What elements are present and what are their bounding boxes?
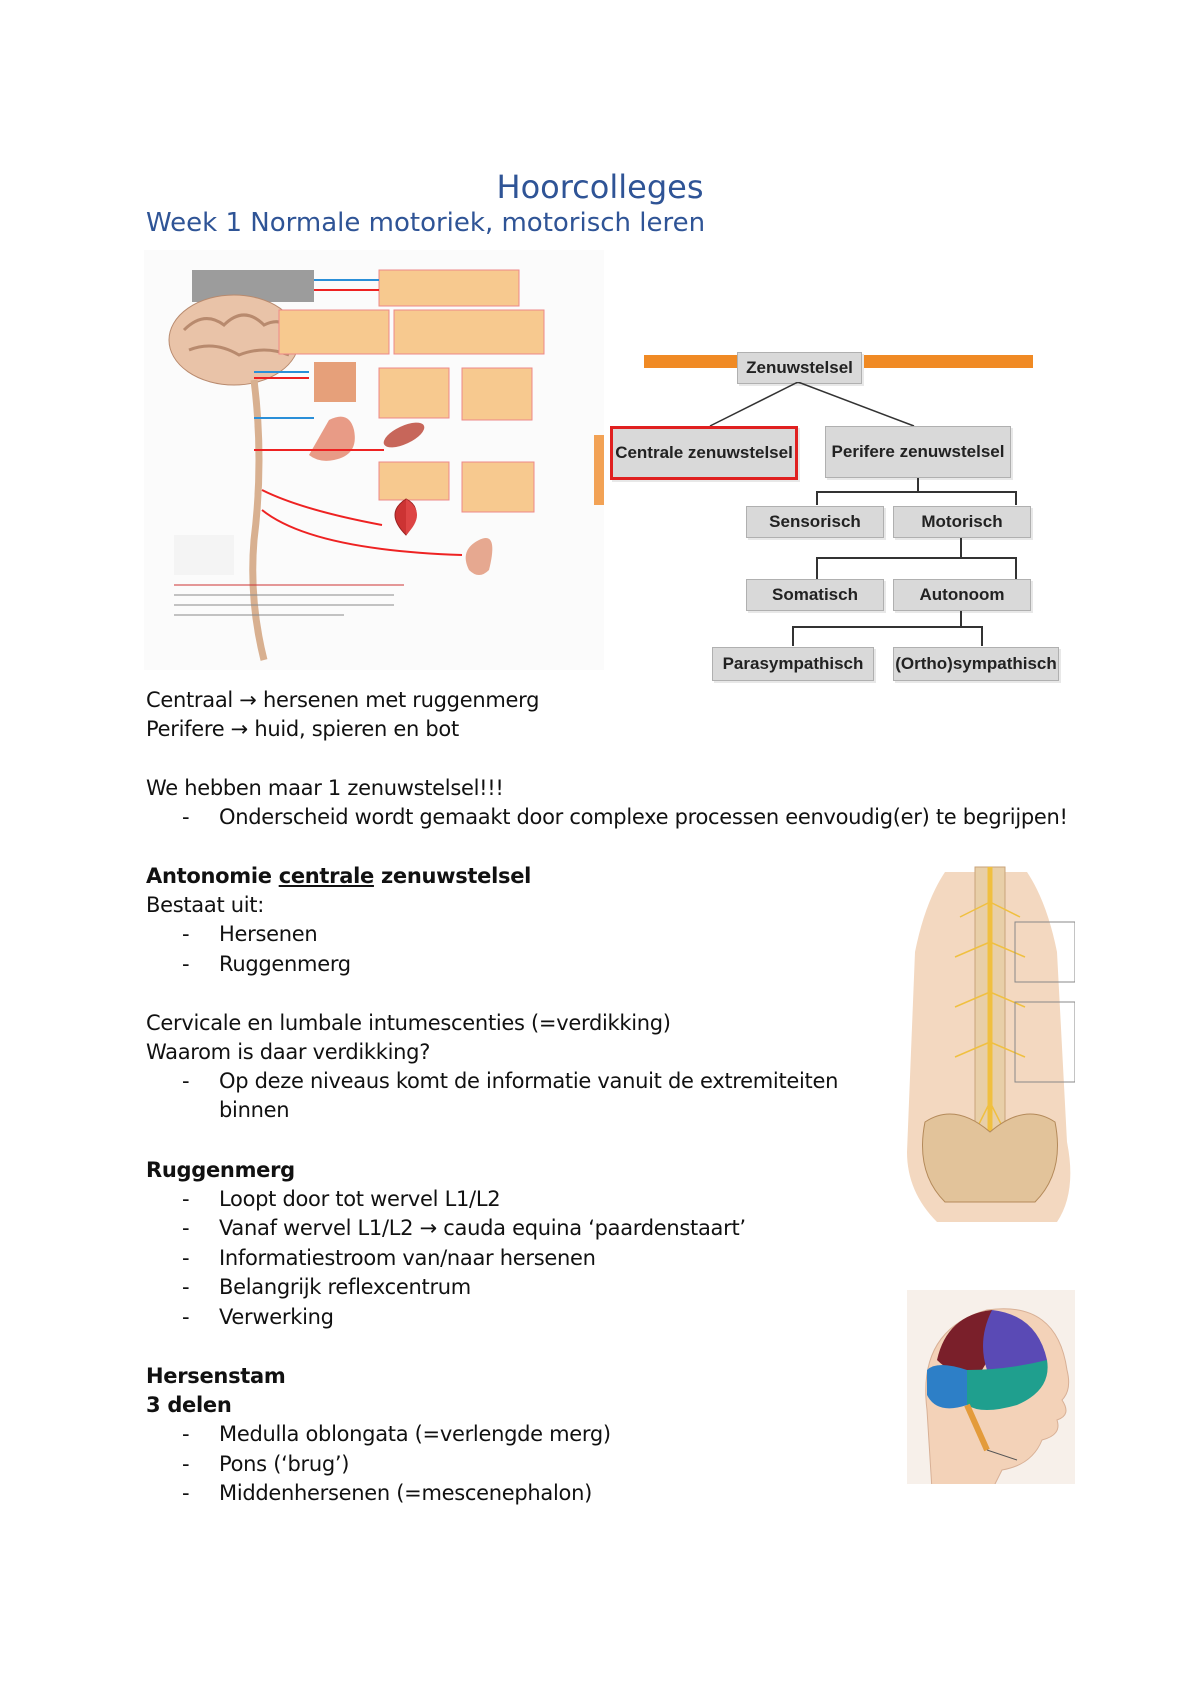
section-heading: Ruggenmerg <box>146 1158 295 1182</box>
orgchart-root: Zenuwstelsel <box>737 352 862 384</box>
bullet-item: Verwerking <box>219 1305 334 1329</box>
text-line: Cervicale en lumbale intumescenties (=ve… <box>146 1011 671 1035</box>
heading-part: Antonomie <box>146 864 279 888</box>
spinal-cord-anatomy-image <box>905 862 1075 1240</box>
section-subheading: 3 delen <box>146 1393 232 1417</box>
bullet-item: Vanaf wervel L1/L2 → cauda equina ‘paard… <box>219 1216 746 1240</box>
page-subtitle: Week 1 Normale motoriek, motorisch leren <box>146 208 706 238</box>
bullet-dash: - <box>182 952 190 976</box>
text-line: We hebben maar 1 zenuwstelsel!!! <box>146 776 504 800</box>
orgchart-parasympathetic: Parasympathisch <box>712 647 874 681</box>
text-line: Bestaat uit: <box>146 893 265 917</box>
orgchart-somatic: Somatisch <box>746 579 884 611</box>
orgchart-peripheral: Perifere zenuwstelsel <box>825 426 1011 478</box>
bullet-dash: - <box>182 1305 190 1329</box>
text-line: Waarom is daar verdikking? <box>146 1040 431 1064</box>
bullet-item-continued: binnen <box>219 1098 290 1122</box>
bullet-dash: - <box>182 1246 190 1270</box>
brain-head-image <box>907 1290 1075 1484</box>
bullet-item: Middenhersenen (=mescenephalon) <box>219 1481 592 1505</box>
bullet-dash: - <box>182 922 190 946</box>
bullet-dash: - <box>182 1275 190 1299</box>
orgchart-motor: Motorisch <box>893 506 1031 538</box>
section-heading: Hersenstam <box>146 1364 286 1388</box>
bullet-item: Medulla oblongata (=verlengde merg) <box>219 1422 611 1446</box>
bullet-dash: - <box>182 1069 190 1093</box>
orgchart-connector <box>709 382 915 427</box>
section-heading: Antonomie centrale zenuwstelsel <box>146 862 531 892</box>
bullet-dash: - <box>182 1481 190 1505</box>
nervous-system-diagram-image <box>144 250 604 670</box>
bullet-item: Loopt door tot wervel L1/L2 <box>219 1187 501 1211</box>
orgchart-sympathetic: (Ortho)sympathisch <box>893 647 1059 681</box>
bullet-item: Hersenen <box>219 922 318 946</box>
bullet-item: Onderscheid wordt gemaakt door complexe … <box>219 805 1068 829</box>
bullet-dash: - <box>182 1216 190 1240</box>
text-line: Centraal → hersenen met ruggenmerg <box>146 688 540 712</box>
bullet-item: Pons (‘brug’) <box>219 1452 350 1476</box>
orgchart-sensory: Sensorisch <box>746 506 884 538</box>
orgchart-central: Centrale zenuwstelsel <box>610 426 798 480</box>
orgchart-autonomic: Autonoom <box>893 579 1031 611</box>
bullet-dash: - <box>182 805 190 829</box>
bullet-dash: - <box>182 1452 190 1476</box>
bullet-item: Belangrijk reflexcentrum <box>219 1275 471 1299</box>
bullet-item: Informatiestroom van/naar hersenen <box>219 1246 596 1270</box>
bullet-dash: - <box>182 1422 190 1446</box>
heading-part: zenuwstelsel <box>373 864 532 888</box>
heading-part-underlined: centrale <box>278 864 375 888</box>
bullet-item: Op deze niveaus komt de informatie vanui… <box>219 1069 839 1093</box>
bullet-item: Ruggenmerg <box>219 952 351 976</box>
page-title: Hoorcolleges <box>496 168 704 206</box>
bullet-dash: - <box>182 1187 190 1211</box>
text-line: Perifere → huid, spieren en bot <box>146 717 459 741</box>
